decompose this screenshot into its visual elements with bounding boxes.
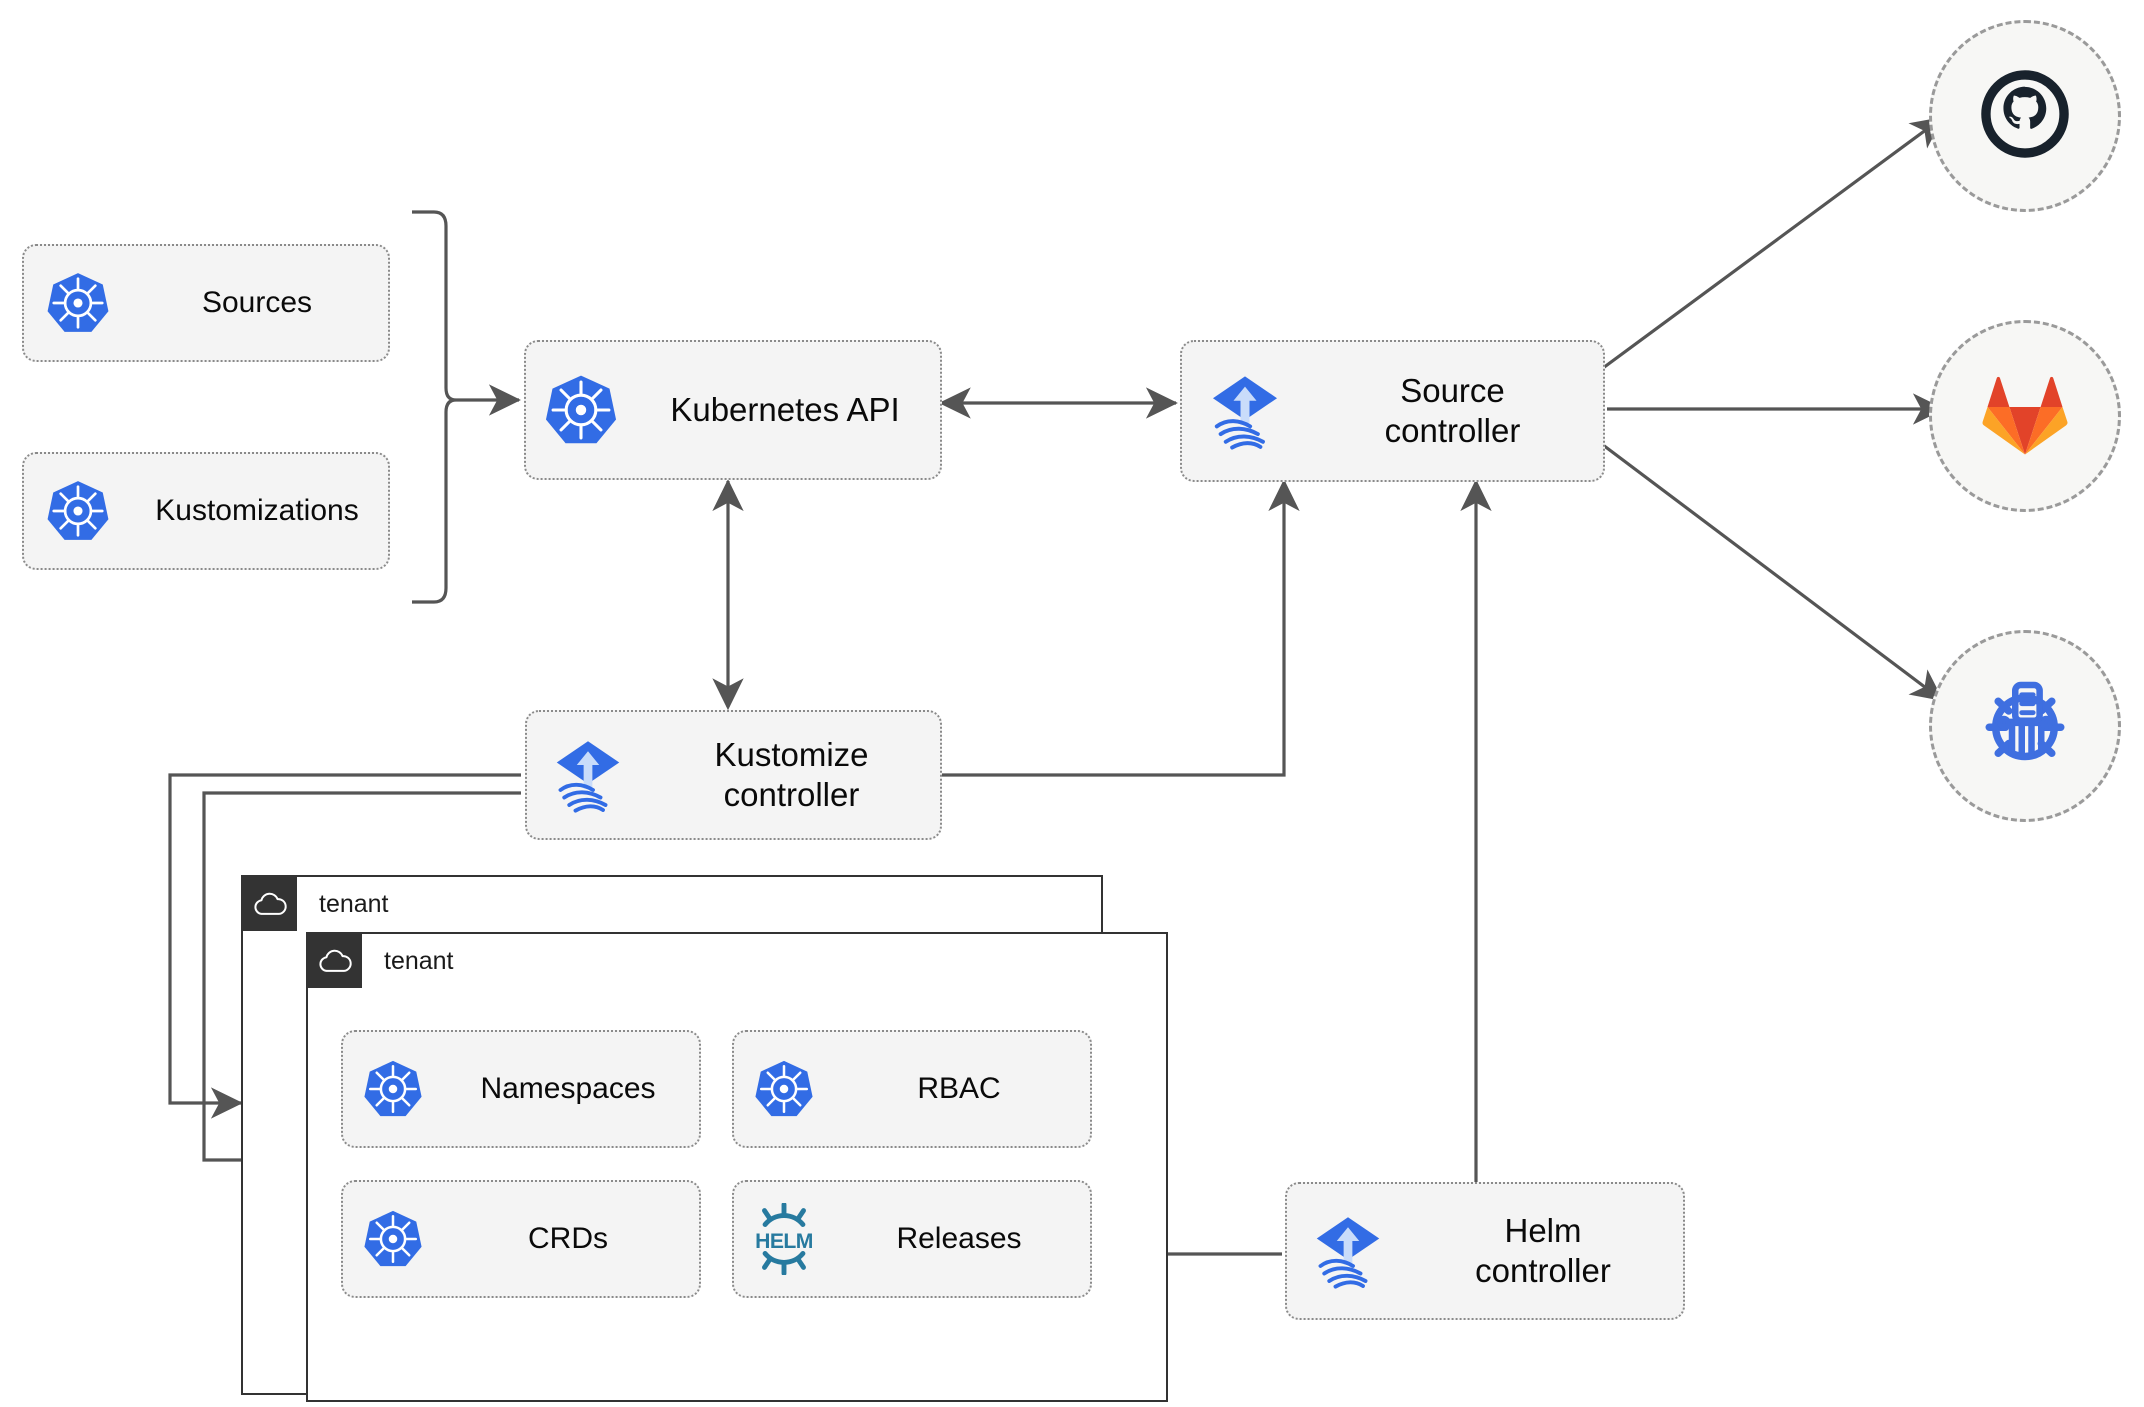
group-brace	[412, 210, 457, 604]
card-kustomizations[interactable]: Kustomizations	[22, 452, 390, 570]
provider-gitlab[interactable]	[1929, 320, 2121, 512]
cloud-icon	[308, 934, 362, 988]
provider-container-registry[interactable]	[1929, 630, 2121, 822]
tenant-header: tenant	[308, 934, 454, 988]
kubernetes-icon	[24, 478, 132, 544]
card-label: Releases	[896, 1221, 1022, 1255]
gitlab-icon	[1977, 368, 2073, 465]
kubernetes-icon	[343, 1208, 443, 1270]
card-kustomize-controller[interactable]: Kustomize controller	[525, 710, 942, 840]
flux-icon	[1182, 370, 1308, 452]
card-label: Kustomize controller	[714, 735, 869, 813]
tenant-header: tenant	[243, 877, 389, 931]
edge-source-registry	[1602, 443, 1944, 702]
card-sources[interactable]: Sources	[22, 244, 390, 362]
card-source-controller[interactable]: Source controller	[1180, 340, 1605, 482]
card-label: Sources	[201, 285, 313, 319]
github-icon	[1975, 64, 2075, 169]
flux-icon	[527, 735, 649, 815]
cloud-icon	[243, 877, 297, 931]
card-rbac[interactable]: RBAC	[732, 1030, 1092, 1148]
card-label: Kustomizations	[155, 493, 359, 527]
flux-icon	[1287, 1211, 1409, 1291]
kubernetes-icon	[343, 1058, 443, 1120]
card-label: Helm controller	[1475, 1211, 1611, 1289]
card-crds[interactable]: CRDs	[341, 1180, 701, 1298]
card-label: RBAC	[917, 1071, 1001, 1105]
kubernetes-icon	[24, 270, 132, 336]
provider-github[interactable]	[1929, 20, 2121, 212]
tenant-label: tenant	[384, 946, 454, 975]
svg-text:HELM: HELM	[755, 1230, 813, 1253]
card-label: Kubernetes API	[670, 390, 900, 428]
card-label: Source controller	[1384, 371, 1521, 449]
kubernetes-icon	[526, 372, 636, 448]
kubernetes-icon	[734, 1058, 834, 1120]
card-kubernetes-api[interactable]: Kubernetes API	[524, 340, 942, 480]
container-registry-icon	[1973, 672, 2077, 781]
tenant-container-inner[interactable]: tenant	[306, 932, 1168, 1402]
card-label: Namespaces	[480, 1071, 656, 1105]
helm-icon: HELM	[734, 1203, 834, 1275]
card-namespaces[interactable]: Namespaces	[341, 1030, 701, 1148]
card-label: CRDs	[528, 1221, 608, 1255]
card-releases[interactable]: HELM Releases	[732, 1180, 1092, 1298]
edge-source-github	[1602, 116, 1944, 370]
edge-kustomize-source	[941, 479, 1300, 777]
card-helm-controller[interactable]: Helm controller	[1285, 1182, 1685, 1320]
tenant-label: tenant	[319, 889, 389, 918]
